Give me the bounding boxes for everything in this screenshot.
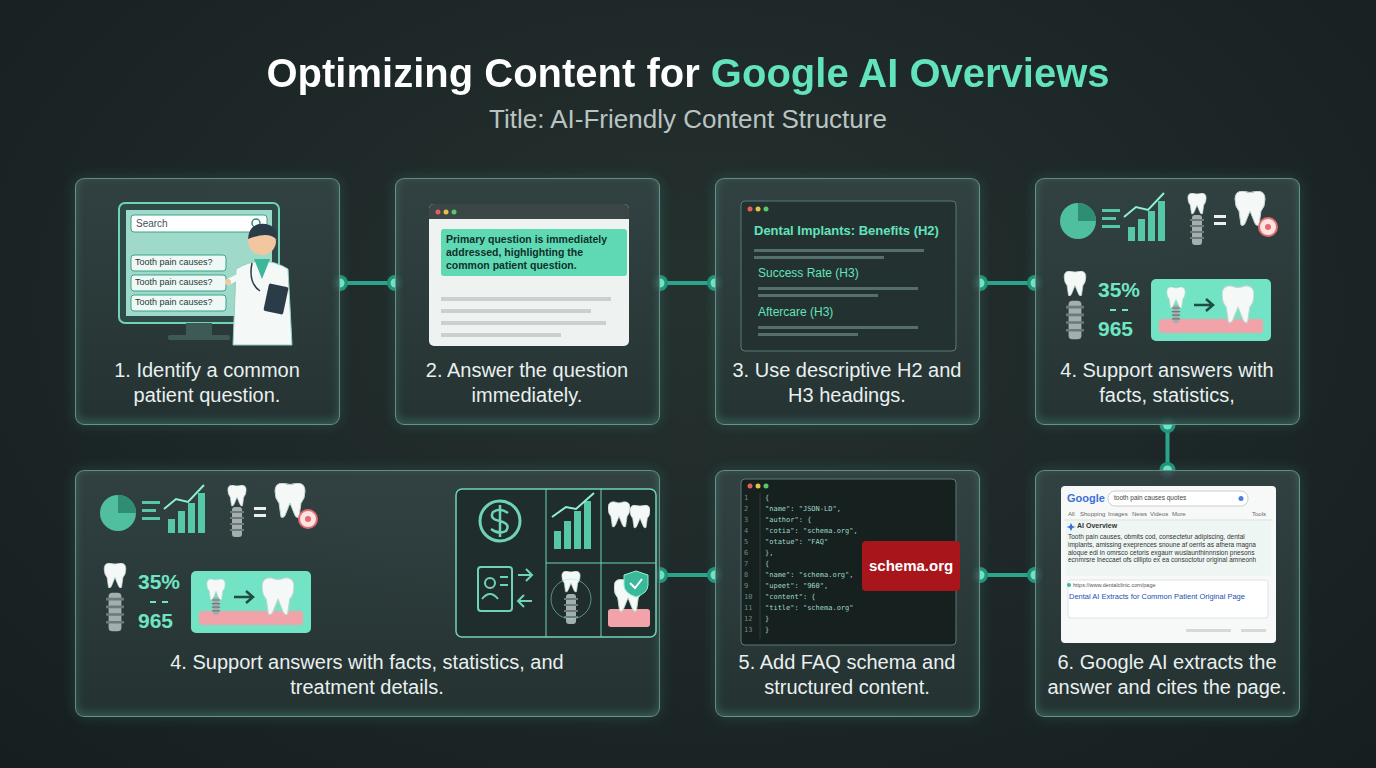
illustration-text: Dental AI Extracts for Common Patient Or… (1069, 592, 1265, 601)
connector (972, 275, 1043, 291)
illustration-text: Tools (1252, 511, 1266, 518)
illustration-text: Search (136, 218, 168, 230)
illustration-text: Tooth pain causes? (135, 277, 213, 288)
step-card: 4. Support answers with facts, statistic… (1035, 178, 1300, 425)
illustration-text: 35% (138, 569, 180, 594)
illustration-text: Success Rate (H3) (758, 266, 859, 280)
illustration-text: All (1068, 511, 1075, 518)
illustration-text: "content": { (765, 593, 816, 601)
step-caption: 1. Identify a common patient question. (87, 358, 328, 408)
connector (652, 567, 723, 583)
step-caption: 4. Support answers with facts, statistic… (1047, 358, 1288, 408)
illustration-text: 5 (744, 538, 748, 546)
illustration-text: 11 (744, 604, 752, 612)
illustration-text: "name": "schema.org", (765, 571, 854, 579)
illustration-text: schema.org (862, 541, 960, 591)
connector-line (340, 281, 395, 285)
connector (972, 567, 1043, 583)
step-card: 2. Answer the question immediately. Prima… (395, 178, 660, 425)
step-card: 1. Identify a common patient question. Se… (75, 178, 340, 425)
step-caption: 6. Google AI extracts the answer and cit… (1047, 650, 1288, 700)
connector (652, 275, 723, 291)
illustration-text: "author": { (765, 516, 811, 524)
subtitle: Title: AI-Friendly Content Structure (489, 104, 887, 135)
illustration-text: Google (1067, 492, 1105, 505)
illustration-text: 965 (138, 608, 173, 633)
illustration-text: 3 (744, 516, 748, 524)
illustration-text: "cotia": "schema.org", (765, 527, 858, 535)
step-caption: 4. Support answers with facts, statistic… (142, 650, 592, 700)
step-caption: 3. Use descriptive H2 and H3 headings. (727, 358, 968, 408)
subtitle-row: Title: AI-Friendly Content Structure (0, 104, 1376, 135)
illustration-text: } (765, 615, 769, 623)
illustration-text: "upeet": "960", (765, 582, 828, 590)
illustration-text: Images (1108, 511, 1128, 518)
illustration-text: 7 (744, 560, 748, 568)
heading-area: Optimizing Content for Google AI Overvie… (0, 50, 1376, 135)
illustration-text: "otatue": "FAQ" (765, 538, 828, 546)
illustration-text: 1 (744, 494, 748, 502)
illustration-text: Tooth pain causes, obmits cod, consectet… (1068, 533, 1268, 564)
illustration-text: 4 (744, 527, 748, 535)
illustration-text: "name": "JSON-LD", (765, 505, 841, 513)
connector-line (660, 573, 715, 577)
connector-line (980, 281, 1035, 285)
connector-line (980, 573, 1035, 577)
step-card: 5. Add FAQ schema and structured content… (715, 470, 980, 717)
illustration-text: }, (765, 549, 773, 557)
illustration-text: 6 (744, 549, 748, 557)
illustration-text: Dental Implants: Benefits (H2) (754, 223, 939, 239)
illustration-text: 9 (744, 582, 748, 590)
illustration-text: 965 (1098, 316, 1133, 341)
illustration-text: "title": "schema.org" (765, 604, 854, 612)
connector-line (660, 281, 715, 285)
illustration-text: AI Overview (1077, 522, 1117, 530)
illustration-text: 13 (744, 626, 752, 634)
illustration-text: 2 (744, 505, 748, 513)
illustration-text: Tooth pain causes? (135, 297, 213, 308)
diagram-title: Optimizing Content for Google AI Overvie… (266, 50, 1109, 96)
connector (1160, 417, 1176, 478)
illustration-text: https://www.dentalclinic.com/page (1073, 582, 1156, 589)
illustration-text: 12 (744, 615, 752, 623)
step-card: 4. Support answers with facts, statistic… (75, 470, 660, 717)
connector (332, 275, 403, 291)
step-card: 3. Use descriptive H2 and H3 headings. De… (715, 178, 980, 425)
illustration-text: tooth pain causes quotes (1114, 494, 1186, 502)
illustration-text: News (1132, 511, 1147, 518)
step-card: 6. Google AI extracts the answer and cit… (1035, 470, 1300, 717)
illustration-text: 35% (1098, 277, 1140, 302)
illustration-text: } (765, 626, 769, 634)
illustration-text: 10 (744, 593, 752, 601)
step-caption: 5. Add FAQ schema and structured content… (727, 650, 968, 700)
illustration-text: { (765, 560, 769, 568)
illustration-text: Videos (1150, 511, 1168, 518)
step-caption: 2. Answer the question immediately. (407, 358, 648, 408)
illustration-text: Aftercare (H3) (758, 305, 833, 319)
illustration-text: Primary question is immediately addresse… (441, 229, 627, 276)
illustration-text: { (765, 494, 769, 502)
illustration-text: Shopping (1080, 511, 1105, 518)
illustration-text: 8 (744, 571, 748, 579)
illustration-text: Tooth pain causes? (135, 257, 213, 268)
illustration-text: More (1172, 511, 1186, 518)
